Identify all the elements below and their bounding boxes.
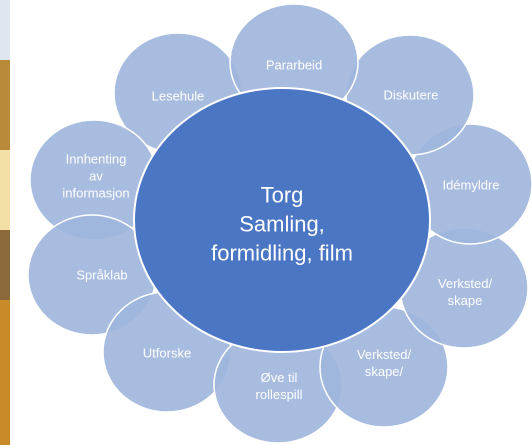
center-circle <box>133 87 431 353</box>
photo-edge <box>0 0 10 445</box>
